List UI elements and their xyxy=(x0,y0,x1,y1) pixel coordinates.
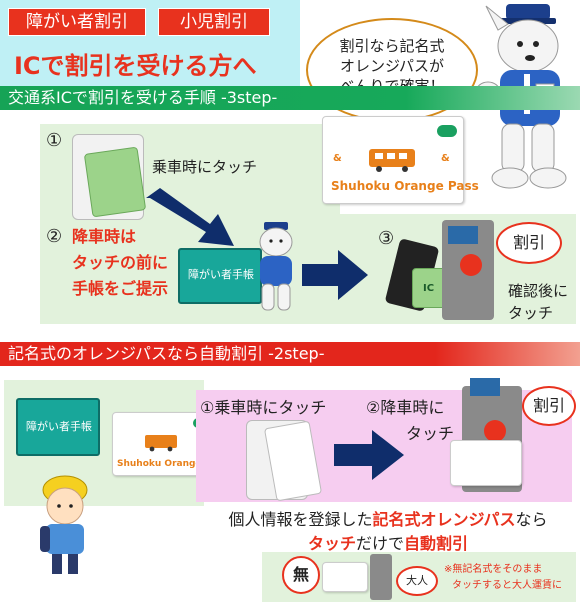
badge-child: 小児割引 xyxy=(158,8,270,36)
step3-number: ③ xyxy=(378,228,395,249)
gate-display xyxy=(448,226,478,244)
step2-line1: 降車時は xyxy=(72,227,137,246)
bus-icon xyxy=(369,149,415,172)
section2-step2-line2: タッチ xyxy=(406,424,455,443)
adult-tag: 大人 xyxy=(396,566,438,596)
handbook-label: 障がい者手帳 xyxy=(188,268,254,281)
desc-part-c: なら xyxy=(515,510,548,529)
pass-logo-icon xyxy=(437,125,457,137)
step2-line3: 手帳をご提示 xyxy=(72,279,169,298)
mascot-small xyxy=(259,222,293,311)
bubble-line2: オレンジパスが xyxy=(339,57,445,75)
desc-part-b: 記名式オレンジパス xyxy=(372,510,516,529)
section2-description-line1: 個人情報を登録した記名式オレンジパスなら xyxy=(196,506,580,530)
pass-brand: Shuhoku Orange Pass xyxy=(331,179,479,193)
footer-note-line1: ※無記名式をそのまま xyxy=(444,564,543,575)
child-student xyxy=(40,475,88,574)
desc-part-d: タッチ xyxy=(307,534,356,553)
orange-pass-on-gate xyxy=(450,440,522,486)
arrow-right-icon xyxy=(302,250,368,300)
section2-title: 記名式のオレンジパスなら自動割引 -2step- xyxy=(0,342,580,366)
gate-sensor-2 xyxy=(484,420,506,442)
bubble-line1: 割引なら記名式 xyxy=(339,37,445,55)
discount-tag: 割引 xyxy=(496,222,562,264)
disability-handbook: 障がい者手帳 xyxy=(178,248,262,304)
section2-step1: ①乗車時にタッチ xyxy=(200,398,327,417)
badge-disability: 障がい者割引 xyxy=(8,8,146,36)
desc-part-a: 個人情報を登録した xyxy=(228,510,373,529)
step1-text: 乗車時にタッチ xyxy=(152,158,258,176)
footer-note-line2: タッチすると大人運賃に xyxy=(452,580,562,591)
disability-handbook-2: 障がい者手帳 xyxy=(16,398,100,456)
ic-label: IC xyxy=(423,283,435,294)
ic-card xyxy=(83,146,147,218)
discount-tag-2: 割引 xyxy=(522,386,576,426)
gate-sensor xyxy=(460,254,482,276)
section1-title: 交通系ICで割引を受ける手順 -3step- xyxy=(0,86,580,110)
step2-number: ② xyxy=(46,226,63,247)
section2-step2-line1: ②降車時に xyxy=(366,398,445,417)
orange-pass-card: & & Shuhoku Orange Pass xyxy=(322,116,479,204)
step3-line1: 確認後に xyxy=(508,282,569,300)
anon-pass-card xyxy=(322,562,368,592)
ticket-gate xyxy=(442,220,494,320)
arrow-down-right-icon xyxy=(146,188,234,246)
desc-part-f: 自動割引 xyxy=(404,534,469,553)
pass-brand-2: Shuhoku Orange Pass xyxy=(117,459,228,469)
arrow-right-icon-2 xyxy=(334,430,404,480)
step1-number: ① xyxy=(46,130,63,151)
handbook-label-2: 障がい者手帳 xyxy=(26,420,92,433)
gate-display-2 xyxy=(470,378,500,396)
bus-icon-2 xyxy=(145,435,177,452)
ticket-gate-3 xyxy=(370,554,392,600)
desc-part-e: だけで xyxy=(355,534,404,553)
step2-line2: タッチの前に xyxy=(72,253,169,272)
mascot-dog xyxy=(475,4,567,189)
page-title: ICで割引を受ける方へ xyxy=(14,52,257,80)
step3-line2: タッチ xyxy=(508,304,554,322)
section2-description-line2: タッチだけで自動割引 xyxy=(196,530,580,554)
no-name-badge: 無 xyxy=(282,556,320,594)
